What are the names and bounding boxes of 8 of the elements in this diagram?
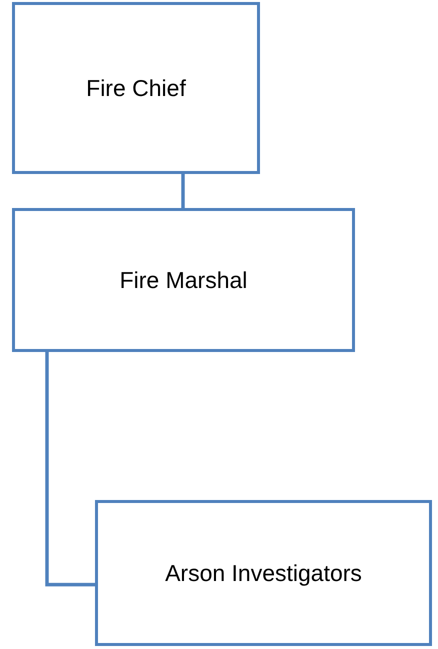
org-box	[95, 500, 432, 646]
org-box	[12, 208, 355, 352]
role-title: Arson Investigators	[165, 560, 362, 586]
role-title: Fire Marshal	[120, 266, 248, 294]
connector-line	[181, 174, 185, 208]
org-box	[12, 2, 260, 174]
connector-line	[45, 352, 95, 586]
role-title: Fire Chief	[86, 74, 186, 102]
